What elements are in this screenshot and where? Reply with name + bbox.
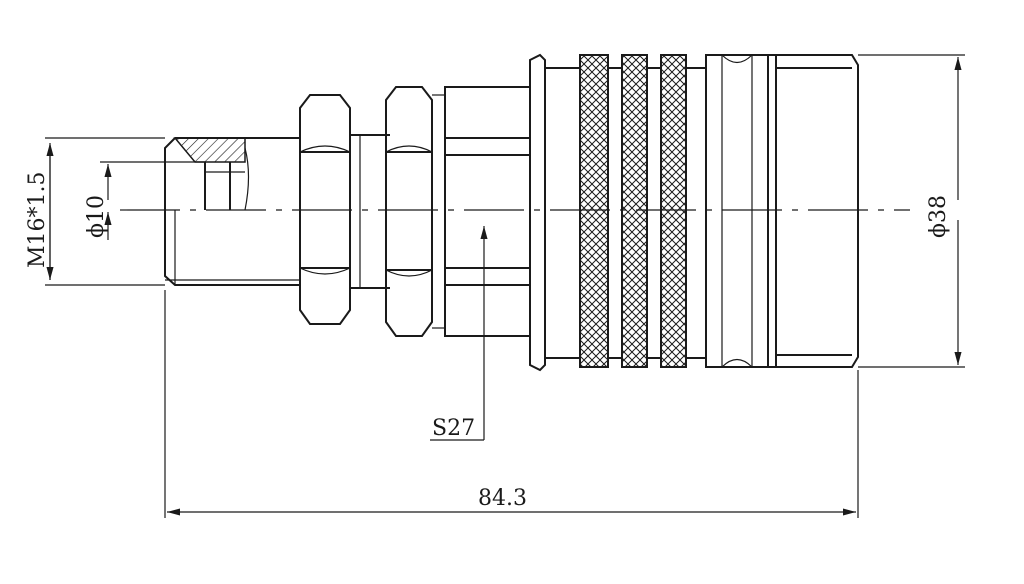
knurl-band-2 — [621, 54, 648, 368]
overall-length-label: 84.3 — [478, 486, 527, 511]
coupling-body — [444, 86, 531, 337]
bore-dimension: ϕ10 — [84, 161, 205, 240]
sleeve — [529, 53, 859, 372]
threaded-nipple — [164, 137, 300, 286]
hex-size-callout: S27 — [430, 226, 488, 441]
neck — [350, 134, 390, 289]
hex-nut-1 — [299, 94, 351, 325]
thread-dimension: M16*1.5 — [25, 137, 165, 286]
overall-length-dimension: 84.3 — [164, 290, 859, 518]
knurl-band-3 — [660, 54, 687, 368]
thread-label: M16*1.5 — [25, 171, 50, 268]
bore-label: ϕ10 — [84, 195, 109, 238]
outer-diameter-dimension: ϕ38 — [858, 54, 965, 368]
knurl-band-1 — [579, 54, 609, 368]
outer-diameter-label: ϕ38 — [926, 195, 951, 238]
hex-nut-s27 — [385, 86, 445, 337]
hex-size-label: S27 — [432, 416, 475, 441]
